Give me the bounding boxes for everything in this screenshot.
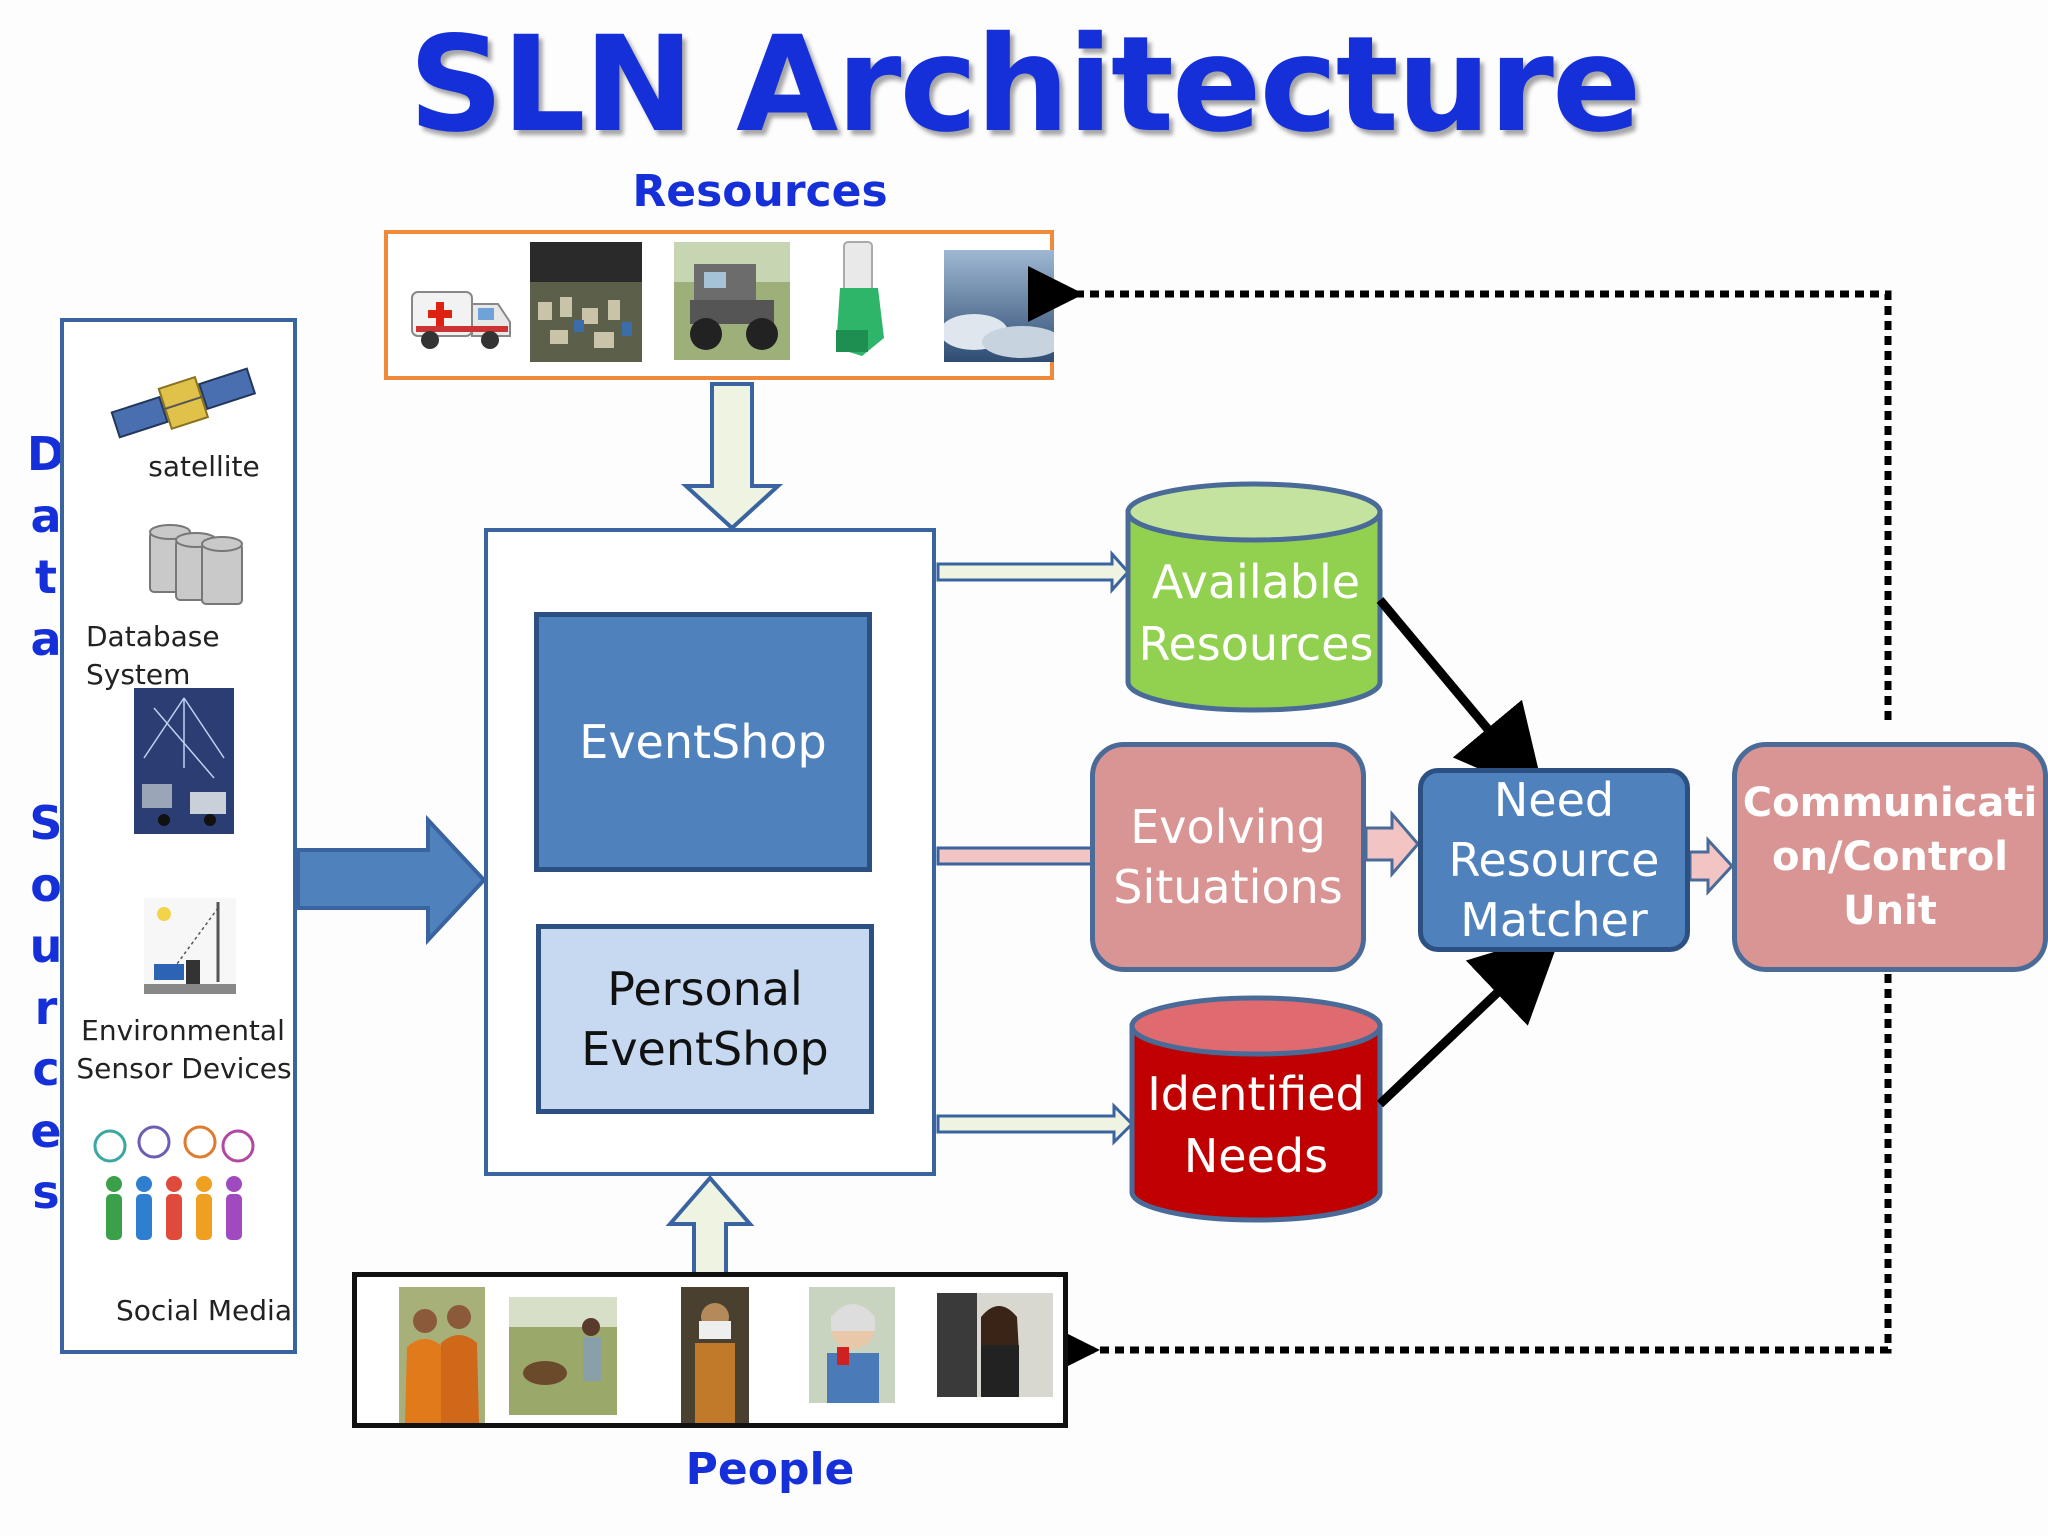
social-people-icon bbox=[93, 1125, 255, 1240]
need-resource-matcher-box: Need Resource Matcher bbox=[1418, 768, 1690, 952]
label-letter: S bbox=[29, 796, 63, 850]
resources-box bbox=[384, 230, 1054, 380]
people-up-arrow bbox=[665, 1174, 755, 1276]
database-icon bbox=[149, 524, 243, 605]
arrow-needs-to-matcher bbox=[1376, 931, 1563, 1108]
matcher-line1: Need bbox=[1493, 773, 1615, 827]
ambulance-icon bbox=[411, 291, 511, 349]
people-box bbox=[352, 1272, 1068, 1428]
available-resources-label: Available Resources bbox=[1128, 548, 1384, 678]
environmental-label: Environmental bbox=[81, 1014, 285, 1047]
matcher-line2: Resource bbox=[1448, 833, 1660, 887]
label-letter: a bbox=[30, 611, 62, 666]
matcher-line3: Matcher bbox=[1460, 893, 1648, 947]
personal-line2: EventShop bbox=[581, 1022, 829, 1076]
evolving-line2: Situations bbox=[1113, 860, 1343, 914]
truck-icon bbox=[674, 242, 790, 360]
data-sources-vertical-label: D a t a S o u r c e s bbox=[26, 424, 66, 1224]
personal-line1: Personal bbox=[607, 962, 803, 1016]
personal-eventshop-box: Personal EventShop bbox=[536, 924, 874, 1114]
arrow-matcher-to-comm bbox=[1688, 836, 1735, 896]
people-heading: People bbox=[685, 1444, 855, 1495]
arrow-available-to-matcher bbox=[1376, 597, 1546, 798]
needs-line2: Needs bbox=[1183, 1129, 1329, 1183]
arrow-to-available bbox=[936, 550, 1131, 594]
comm-line1: Communicati bbox=[1742, 780, 2038, 826]
comm-line3: Unit bbox=[1843, 888, 1937, 934]
inhaler-icon bbox=[836, 241, 884, 356]
available-resources-cylinder bbox=[1125, 481, 1383, 713]
identified-needs-cylinder bbox=[1129, 995, 1383, 1223]
monks-photo-icon bbox=[399, 1287, 485, 1423]
data-sources-box: satellite Database System Environmental … bbox=[60, 318, 297, 1354]
label-letter: u bbox=[29, 919, 63, 973]
label-letter: e bbox=[30, 1103, 62, 1158]
page-title: SLN Architecture bbox=[408, 8, 1642, 162]
label-letter: o bbox=[30, 857, 62, 912]
available-line1: Available bbox=[1151, 555, 1361, 609]
resources-heading: Resources bbox=[632, 166, 888, 217]
needs-line1: Identified bbox=[1147, 1067, 1365, 1121]
satellite-icon bbox=[110, 367, 257, 439]
label-letter: t bbox=[35, 550, 57, 604]
arrow-evolving-to-matcher bbox=[1364, 809, 1420, 879]
arrow-to-needs bbox=[936, 1102, 1135, 1146]
businesswoman-photo-icon bbox=[937, 1293, 1053, 1397]
farmer-photo-icon bbox=[509, 1297, 617, 1415]
available-line2: Resources bbox=[1138, 617, 1374, 671]
satellite-label: satellite bbox=[148, 450, 260, 483]
evolving-situations-box: Evolving Situations bbox=[1090, 742, 1366, 972]
label-letter: a bbox=[30, 488, 62, 543]
network-city-icon bbox=[134, 688, 234, 834]
communication-control-unit-box: Communicati on/Control Unit bbox=[1732, 742, 2048, 972]
label-letter: D bbox=[26, 427, 66, 481]
resources-down-arrow bbox=[680, 382, 784, 531]
arrow-to-evolving bbox=[936, 832, 1115, 880]
eventshop-box: EventShop bbox=[534, 612, 872, 872]
identified-needs-label: Identified Needs bbox=[1130, 1060, 1382, 1190]
database-label: Database System bbox=[86, 620, 220, 691]
elder-photo-icon bbox=[681, 1287, 749, 1423]
label-letter: c bbox=[32, 1042, 60, 1096]
data-sources-arrow bbox=[296, 814, 487, 946]
feedback-to-people bbox=[1044, 974, 1892, 1378]
feedback-to-resources bbox=[1028, 266, 1892, 720]
comm-line2: on/Control bbox=[1772, 834, 2008, 880]
label-letter: s bbox=[32, 1165, 60, 1219]
label-letter: r bbox=[34, 980, 58, 1035]
woman-phone-photo-icon bbox=[809, 1287, 895, 1403]
shelter-crowd-icon bbox=[530, 242, 642, 362]
social-media-label: Social Media bbox=[115, 1294, 292, 1327]
sensor-devices-label: Sensor Devices bbox=[76, 1052, 292, 1085]
street-sensor-icon bbox=[144, 898, 236, 994]
evolving-line1: Evolving bbox=[1130, 800, 1326, 854]
